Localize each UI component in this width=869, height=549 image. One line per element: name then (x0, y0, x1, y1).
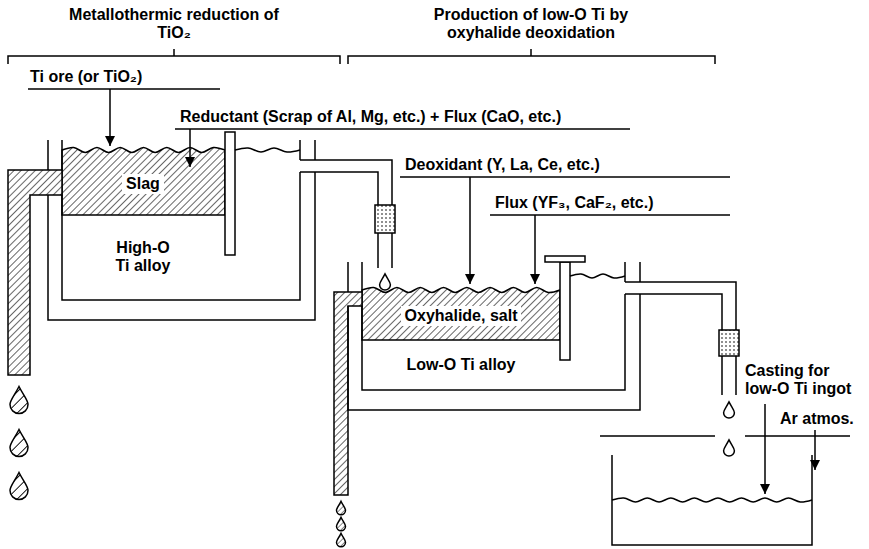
label-underline (28, 88, 220, 90)
furnace: Low-O Ti alloy Oxyhalide, salt (348, 262, 640, 410)
ingot-surface (612, 498, 812, 502)
label-underline (400, 176, 730, 178)
metal-drop (380, 274, 391, 290)
label-holder: Ar atmos. (0, 0, 74, 18)
feed-arrow (764, 404, 766, 494)
region-label: Oxyhalide, salt (401, 306, 522, 326)
filter (719, 330, 739, 356)
metal-drop (724, 440, 735, 456)
furnace: High-O Ti alloy Slag (48, 140, 315, 320)
feed-arrow (189, 129, 191, 167)
slag-drop (10, 387, 28, 414)
furnace-inner-wall (62, 140, 300, 300)
metal-drop (724, 402, 735, 418)
oxyhalide-layer: Oxyhalide, salt (362, 290, 560, 340)
casting-mould (612, 455, 812, 545)
partition-wall (225, 132, 235, 255)
slag-tap-channel (8, 170, 62, 375)
oxyhalide-layer (362, 287, 560, 340)
furnace-inner-wall (362, 262, 625, 390)
feed-arrow (534, 215, 536, 284)
feed-label: Ti ore (or TiO₂) (30, 68, 142, 86)
salt-drop (337, 517, 346, 531)
salt-drop (337, 501, 346, 515)
label-underline (175, 128, 630, 130)
process-label: Casting for low-O Ti ingot (745, 362, 857, 398)
furnace-outer-wall (48, 140, 315, 320)
feed-arrow (814, 430, 816, 470)
label-underline (490, 214, 730, 216)
furnace-outer-wall (348, 262, 640, 410)
region-label: Slag (122, 174, 164, 194)
stage-bracket (348, 49, 715, 64)
furnace-drawing (8, 49, 850, 547)
feed-arrow (109, 89, 111, 146)
slag-layer: Slag (62, 150, 225, 215)
stage-heading: Production of low-O Ti by oxyhalide deox… (431, 6, 631, 42)
partition-wall (560, 262, 570, 360)
stage-heading: Metallothermic reduction of TiO₂ (68, 6, 280, 42)
process-label: Ar atmos. (780, 410, 854, 428)
partition-cap (545, 256, 585, 262)
salt-drop (337, 533, 346, 547)
stage-bracket (8, 49, 340, 64)
region-label: Low-O Ti alloy (406, 356, 515, 374)
tapping-pipe (625, 294, 722, 395)
region-label: High-O Ti alloy (111, 239, 175, 275)
feed-label: Flux (YF₃, CaF₂, etc.) (495, 194, 654, 212)
slag-layer (62, 147, 225, 215)
feed-arrow (469, 177, 471, 284)
tapping-pipe (300, 172, 378, 268)
slag-drop (10, 473, 28, 500)
metal-surface (235, 148, 300, 152)
feed-label: Deoxidant (Y, La, Ce, etc.) (405, 156, 600, 174)
mould-lid (600, 435, 850, 437)
feed-label: Reductant (Scrap of Al, Mg, etc.) + Flux… (180, 108, 561, 126)
metal-surface (570, 274, 625, 278)
slag-drop (10, 430, 28, 457)
label-holder: Metallothermic reduction of TiO₂ (0, 0, 212, 36)
filter (375, 205, 395, 233)
